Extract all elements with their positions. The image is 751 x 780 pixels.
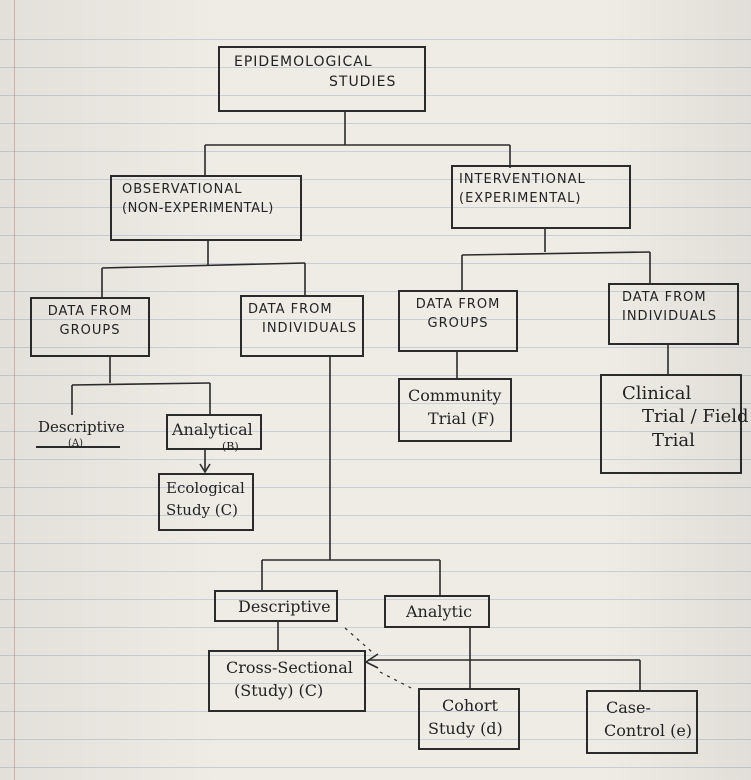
- int-individuals-line1: DATA FROM: [622, 290, 707, 305]
- ecological-line2: Study (C): [166, 500, 238, 519]
- cohort-line1: Cohort: [442, 696, 498, 715]
- analytical-groups-label: Analytical: [172, 420, 253, 439]
- int-individuals-line2: INDIVIDUALS: [622, 308, 718, 324]
- community-trial-node: Community Trial (F): [398, 378, 512, 442]
- case-control-line1: Case-: [606, 698, 651, 717]
- margin-line: [14, 0, 15, 780]
- case-control-line2: Control (e): [604, 721, 693, 741]
- observational-node: OBSERVATIONAL (NON-EXPERIMENTAL): [110, 175, 302, 241]
- descriptive-groups-node: Descriptive (A): [36, 414, 125, 449]
- ecological-line1: Ecological: [166, 479, 245, 497]
- interventional-data-from-groups-node: DATA FROM GROUPS: [398, 290, 518, 352]
- obs-groups-line1: DATA FROM: [47, 304, 133, 319]
- interventional-node: INTERVENTIONAL (EXPERIMENTAL): [451, 165, 631, 229]
- descriptive-individuals-label: Descriptive: [238, 597, 331, 616]
- interventional-line2: (EXPERIMENTAL): [459, 190, 582, 206]
- interventional-line1: INTERVENTIONAL: [459, 172, 586, 187]
- int-groups-line1: DATA FROM: [415, 297, 501, 312]
- analytical-groups-tag: (B): [222, 440, 239, 454]
- community-line1: Community: [408, 386, 502, 405]
- cohort-study-node: Cohort Study (d): [418, 688, 520, 750]
- community-line2: Trial (F): [428, 409, 495, 429]
- root-line1: EPIDEMOLOGICAL: [234, 54, 373, 70]
- descriptive-groups-label: Descriptive: [38, 418, 125, 436]
- analytical-groups-node: Analytical (B): [166, 414, 262, 454]
- observational-data-from-groups-node: DATA FROM GROUPS: [30, 297, 150, 357]
- obs-groups-line2: GROUPS: [59, 322, 121, 338]
- root-line2: STUDIES: [329, 74, 397, 91]
- cross-sectional-study-node: Cross-Sectional (Study) (C): [208, 650, 366, 712]
- root-node-epidemiological-studies: EPIDEMOLOGICAL STUDIES: [218, 46, 426, 112]
- case-control-study-node: Case- Control (e): [586, 690, 698, 754]
- analytic-individuals-node: Analytic: [384, 595, 490, 628]
- observational-line1: OBSERVATIONAL: [122, 182, 243, 197]
- clinical-line2: Trial / Field: [642, 406, 749, 428]
- descriptive-groups-tag: (A): [68, 437, 84, 449]
- cross-sectional-line2: (Study) (C): [234, 681, 324, 701]
- int-groups-line2: GROUPS: [427, 315, 489, 331]
- cross-sectional-line1: Cross-Sectional: [226, 658, 353, 677]
- clinical-line3: Trial: [652, 429, 695, 451]
- interventional-data-from-individuals-node: DATA FROM INDIVIDUALS: [608, 283, 739, 345]
- analytic-individuals-label: Analytic: [406, 602, 473, 621]
- obs-individuals-line1: DATA FROM: [248, 302, 333, 317]
- cohort-line2: Study (d): [428, 719, 503, 739]
- obs-individuals-line2: INDIVIDUALS: [262, 320, 358, 336]
- clinical-line1: Clinical: [622, 383, 692, 404]
- observational-line2: (NON-EXPERIMENTAL): [122, 200, 274, 216]
- descriptive-individuals-node: Descriptive: [214, 590, 338, 622]
- ecological-study-node: Ecological Study (C): [158, 473, 254, 531]
- clinical-trial-node: Clinical Trial / Field Trial: [600, 374, 749, 474]
- observational-data-from-individuals-node: DATA FROM INDIVIDUALS: [240, 295, 364, 357]
